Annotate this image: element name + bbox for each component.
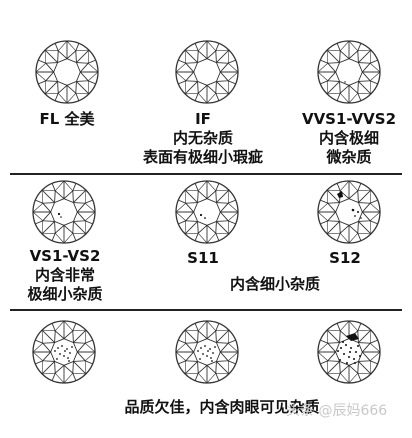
inclusion-dot: [209, 348, 211, 350]
inclusion-dot: [204, 217, 206, 219]
inclusion-dot: [346, 362, 348, 364]
inclusion-dot: [212, 352, 214, 354]
inclusion-dot: [342, 341, 344, 343]
inclusion-dot: [197, 350, 199, 352]
inclusion-dot: [343, 353, 345, 355]
inclusion-dot: [359, 355, 361, 357]
grade-label-si2: S12: [305, 249, 385, 268]
inclusion-dot: [204, 345, 206, 347]
inclusion-dot: [349, 351, 351, 353]
inclusion-dot: [56, 358, 58, 360]
inclusion-dot: [351, 208, 355, 212]
diamond-icon: [317, 180, 381, 244]
inclusion-dot: [61, 345, 63, 347]
diamond-icon: [175, 40, 239, 104]
grade-label-fl: FL 全美: [22, 110, 112, 129]
grade-label-vs: VS1-VS2 内含非常 极细小杂质: [10, 247, 120, 304]
inclusion-dot: [357, 345, 359, 347]
inclusion-dot: [214, 346, 216, 348]
inclusion-dot: [344, 81, 346, 83]
diamond-icon: [32, 320, 96, 384]
group-label-text: 内含细小杂质: [229, 275, 320, 293]
grade-label-if: IF 内无杂质 表面有极细小瑕疵: [128, 110, 278, 167]
inclusion-blob: [337, 191, 343, 198]
diamond-icon: [317, 320, 381, 384]
inclusion-dot: [353, 358, 355, 360]
inclusion-dot: [68, 360, 70, 362]
grade-label-line: S11: [187, 249, 219, 267]
inclusion-dot: [71, 346, 73, 348]
inclusion-dot: [207, 350, 209, 352]
inclusion-dot: [348, 356, 350, 358]
inclusion-dot: [357, 211, 359, 213]
inclusion-dot: [210, 357, 212, 359]
grade-label-line: 极细小杂质: [27, 285, 103, 303]
grade-label-line: 表面有极细小瑕疵: [142, 148, 263, 166]
diamond-icon: [317, 40, 381, 104]
inclusion-dot: [345, 344, 347, 346]
group-label-i: 品质欠佳，内含肉眼可见杂质: [92, 398, 352, 417]
inclusion-dot: [339, 359, 341, 361]
grade-label-line: 内含极细: [318, 129, 379, 147]
inclusion-dot: [199, 358, 201, 360]
grade-label-line: FL 全美: [39, 110, 95, 128]
grade-label-vvs: VVS1-VVS2 内含极细 微杂质: [294, 110, 404, 167]
inclusion-dot: [206, 355, 208, 357]
inclusion-dot: [340, 347, 342, 349]
inclusion-dot: [57, 212, 61, 216]
inclusion-dot: [60, 216, 62, 218]
inclusion-dot: [360, 217, 362, 219]
inclusion-dot: [350, 347, 352, 349]
grade-label-line: S12: [329, 249, 361, 267]
inclusion-dot: [59, 353, 61, 355]
inclusion-blob: [346, 333, 359, 341]
grade-label-line: 微杂质: [326, 148, 372, 166]
inclusion-dot: [200, 347, 202, 349]
inclusion-dot: [54, 350, 56, 352]
inclusion-dot: [355, 351, 357, 353]
inclusion-dot: [202, 353, 204, 355]
grade-label-si1: S11: [163, 249, 243, 268]
diamond-icon: [175, 320, 239, 384]
group-label-si: 内含细小杂质: [190, 275, 360, 294]
inclusion-dot: [63, 355, 65, 357]
grade-label-line: 内无杂质: [172, 129, 233, 147]
watermark-text: 头条 @辰妈666: [286, 403, 388, 419]
inclusion-dot: [66, 348, 68, 350]
inclusion-dot: [67, 357, 69, 359]
diamond-icon: [175, 180, 239, 244]
inclusion-dot: [69, 352, 71, 354]
inclusion-dot: [337, 350, 339, 352]
group-label-text: 品质欠佳，内含肉眼可见杂质: [124, 398, 320, 416]
diamond-icon: [35, 40, 99, 104]
inclusion-dot: [57, 347, 59, 349]
inclusion-dot: [199, 213, 203, 217]
grade-label-line: 内含非常: [34, 266, 95, 284]
inclusion-dot: [354, 362, 356, 364]
grade-label-line: VVS1-VVS2: [301, 110, 397, 128]
inclusion-dot: [64, 350, 66, 352]
inclusion-dot: [354, 215, 356, 217]
grade-label-line: VS1-VS2: [29, 247, 101, 265]
grade-label-line: IF: [195, 110, 211, 128]
diamond-icon: [32, 180, 96, 244]
inclusion-dot: [211, 360, 213, 362]
